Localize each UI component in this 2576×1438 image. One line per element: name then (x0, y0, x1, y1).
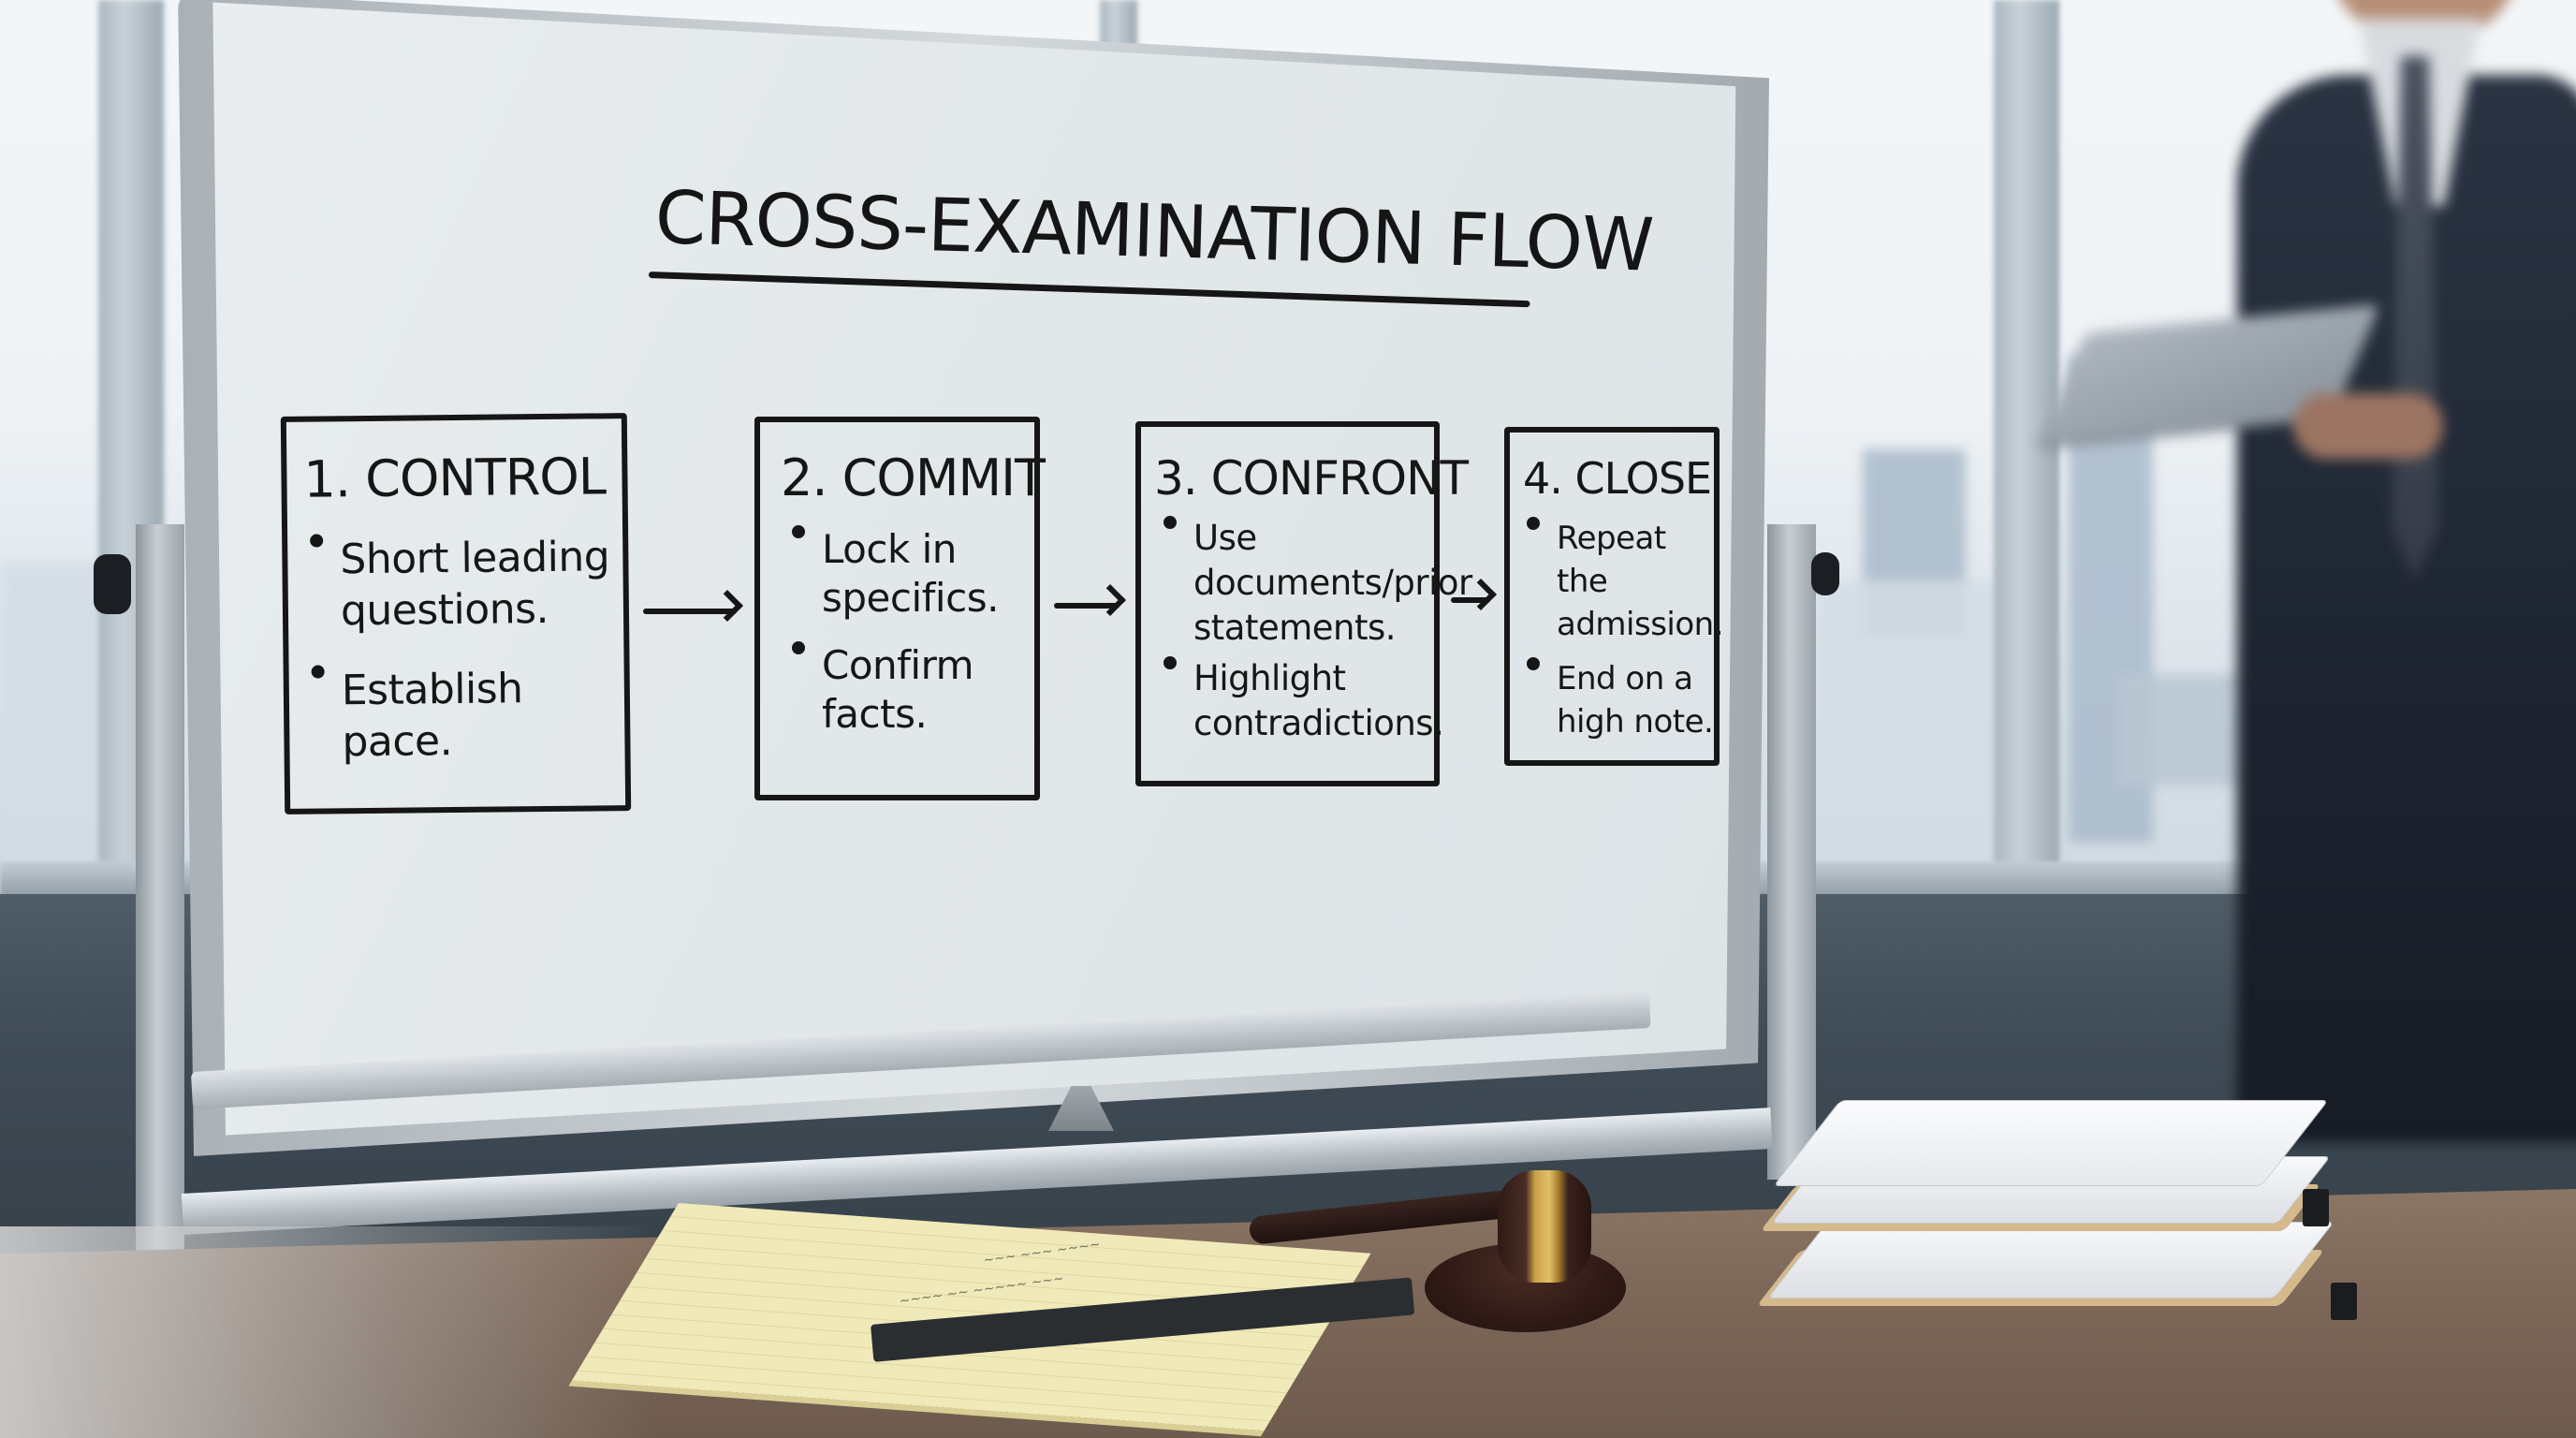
bullet-item: Repeat the admission. (1523, 517, 1724, 646)
step-bullets: Lock in specifics. Confirm facts. (788, 525, 1022, 739)
step-heading: 4. CLOSE (1523, 453, 1712, 504)
step-box-confront: 3. CONFRONT Use documents/prior statemen… (1135, 421, 1472, 786)
step-bullets: Repeat the admission. End on a high note… (1523, 517, 1724, 743)
bullet-item: Use documents/prior statements. (1160, 516, 1472, 651)
bullet-item: Confirm facts. (788, 641, 1022, 739)
bullet-item: Lock in specifics. (788, 525, 1022, 623)
necktie (2392, 56, 2438, 580)
step-bullets: Use documents/prior statements. Highligh… (1160, 516, 1472, 746)
step-heading: 3. CONFRONT (1154, 451, 1469, 506)
step-box-close: 4. CLOSE Repeat the admission. End on a … (1504, 427, 1724, 766)
bullet-item: Highlight contradictions. (1160, 656, 1444, 746)
step-bullets: Short leading questions. Establish pace. (306, 531, 618, 768)
stand-right-leg (1767, 524, 1816, 1180)
arrow-right-icon (643, 609, 737, 614)
bullet-item: Short leading questions. (306, 531, 616, 637)
knob-right-icon (1811, 552, 1839, 595)
hand (2293, 393, 2443, 459)
paper-sheaf-top (1773, 1100, 2329, 1186)
whiteboard (178, 0, 1769, 1156)
window-mullion (1994, 0, 2059, 899)
step-heading: 2. COMMIT (781, 448, 1046, 507)
file-stack-icon (1676, 1100, 2443, 1320)
binder-clip-icon (2331, 1283, 2357, 1320)
paper-sheaf (1766, 1222, 2335, 1299)
stand-left-leg (136, 524, 184, 1264)
arrow-right-icon (1451, 597, 1490, 603)
bullet-item: End on a high note. (1523, 657, 1720, 743)
step-box-control: 1. CONTROL Short leading questions. Esta… (280, 413, 632, 814)
arrow-right-icon (1054, 603, 1120, 609)
gavel-icon (1498, 1170, 1591, 1283)
desk-reflection (0, 1226, 655, 1438)
city-building (1816, 580, 2022, 861)
knob-left-icon (94, 554, 131, 614)
step-heading: 1. CONTROL (303, 447, 607, 509)
city-building (2115, 674, 2247, 786)
step-box-commit: 2. COMMIT Lock in specifics. Confirm fac… (754, 417, 1046, 800)
bullet-item: Establish pace. (308, 662, 618, 768)
binder-clip-icon (2303, 1189, 2329, 1226)
person-in-suit (2038, 0, 2576, 1142)
